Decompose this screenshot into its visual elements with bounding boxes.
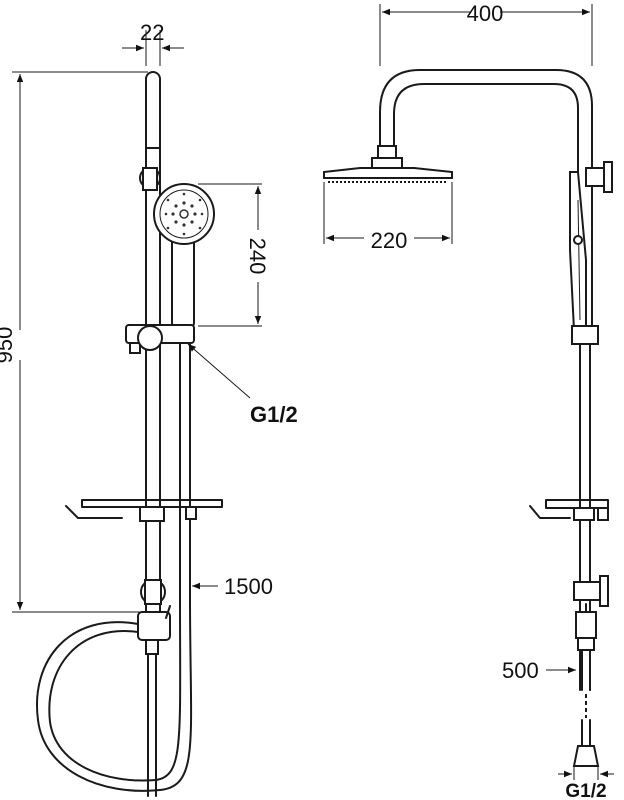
thread-label-front: G1/2	[565, 781, 606, 800]
dim-hand-shower-width: 22	[140, 20, 164, 45]
front-shelf	[545, 499, 609, 509]
dim-column-width: 400	[467, 1, 504, 26]
wall-connector	[572, 745, 600, 767]
front-shelf-end	[597, 507, 609, 521]
top-holder-clip	[142, 167, 158, 191]
front-hand-shower-button	[573, 235, 583, 245]
front-shelf-clip	[573, 507, 595, 521]
dim-spacing: 500	[502, 658, 539, 683]
hand-shower-face	[159, 189, 209, 239]
head-connector-nut	[371, 157, 403, 169]
dim-hand-shower-length: 240	[245, 238, 270, 275]
side-shelf-clip	[139, 506, 165, 522]
thread-label-side: G1/2	[250, 402, 298, 427]
lower-holder-clip	[144, 579, 162, 605]
diverter-lever	[165, 605, 171, 619]
gooseneck-arm-inner	[393, 83, 579, 339]
front-hand-shower	[569, 171, 587, 331]
dim-head-diameter: 220	[371, 228, 408, 253]
hand-shower-head	[153, 183, 215, 245]
side-shelf-end	[185, 506, 197, 520]
front-shelf-hook	[529, 505, 571, 519]
front-hand-shower-line	[577, 199, 581, 321]
front-diverter	[575, 611, 597, 639]
hose-loop-inner	[48, 597, 182, 782]
front-top-holder-plate	[603, 161, 613, 193]
side-view: 22 950 240 G1/2 1500	[0, 20, 298, 797]
rain-shower-head	[323, 167, 453, 179]
front-lower-bracket	[573, 581, 601, 601]
side-slider-knob	[129, 342, 141, 354]
dim-column-height: 950	[0, 327, 17, 364]
side-rail	[145, 71, 161, 633]
side-shelf	[81, 499, 223, 508]
side-slider-clip	[137, 325, 163, 351]
diverter-outlet	[145, 639, 159, 655]
front-view: 400 220 500 G1/2	[323, 1, 614, 800]
head-connector	[377, 145, 397, 159]
gooseneck-arm-outer	[379, 69, 593, 339]
spray-nozzles	[164, 192, 204, 236]
dim-hose-length: 1500	[224, 574, 273, 599]
diverter-body	[137, 611, 171, 641]
side-shelf-hook	[65, 505, 123, 519]
front-slider	[571, 325, 599, 345]
hose-loop	[36, 597, 193, 792]
hand-shower-body	[171, 231, 195, 328]
front-diverter-nut	[577, 637, 595, 651]
front-lower-bracket-plate	[599, 575, 609, 607]
